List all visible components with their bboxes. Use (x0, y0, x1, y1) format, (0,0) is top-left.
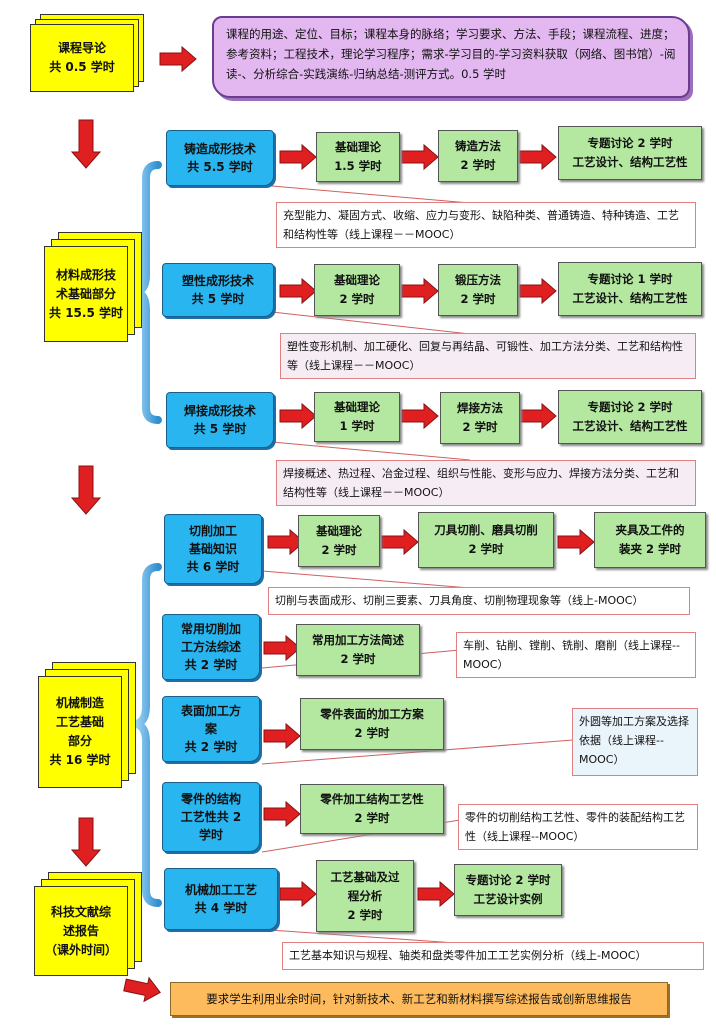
casting-title: 铸造成形技术 共 5.5 学时 (166, 130, 274, 186)
cutting-title: 切削加工 基础知识 共 6 学时 (164, 514, 262, 584)
structure-note: 零件的切削结构工艺性、零件的装配结构工艺性（线上课程--MOOC） (458, 804, 698, 850)
part3-label: 科技文献综 述报告 （课外时间） (34, 886, 128, 976)
welding-step-3: 专题讨论 2 学时 工艺设计、结构工艺性 (558, 390, 702, 444)
methods-title: 常用切削加 工方法综述 共 2 学时 (162, 614, 260, 680)
structure-step: 零件加工结构工艺性 2 学时 (300, 784, 444, 834)
welding-title: 焊接成形技术 共 5 学时 (166, 392, 274, 448)
forming-step-2: 锻压方法 2 学时 (438, 264, 518, 316)
methods-step: 常用加工方法简述 2 学时 (296, 624, 420, 676)
welding-step-1: 基础理论 1 学时 (314, 392, 400, 442)
part2-label: 机械制造 工艺基础 部分 共 16 学时 (38, 676, 122, 788)
cutting-step-1: 基础理论 2 学时 (298, 515, 380, 567)
machining-step-1: 工艺基础及过 程分析 2 学时 (316, 860, 414, 932)
surface-note: 外圆等加工方案及选择依据（线上课程--MOOC） (572, 708, 698, 776)
forming-step-3: 专题讨论 1 学时 工艺设计、结构工艺性 (558, 262, 702, 316)
welding-note: 焊接概述、热过程、冶金过程、组织与性能、变形与应力、焊接方法分类、工艺和结构性等… (276, 460, 696, 506)
casting-step-1: 基础理论 1.5 学时 (316, 132, 400, 182)
part1-stack: 材料成形技 术基础部分 共 15.5 学时 (44, 232, 144, 344)
surface-title: 表面加工方 案 共 2 学时 (162, 696, 260, 762)
part2-stack: 机械制造 工艺基础 部分 共 16 学时 (38, 662, 138, 790)
report-description: 要求学生利用业余时间，针对新技术、新工艺和新材料撰写综述报告或创新思维报告 (170, 982, 668, 1016)
casting-step-2: 铸造方法 2 学时 (438, 130, 518, 182)
bracket-part2 (134, 563, 162, 907)
forming-step-1: 基础理论 2 学时 (314, 264, 400, 316)
structure-title: 零件的结构 工艺性共 2 学时 (162, 782, 260, 852)
intro-stack: 课程导论 共 0.5 学时 (30, 14, 150, 94)
machining-note: 工艺基本知识与规程、轴类和盘类零件加工工艺实例分析（线上-MOOC） (282, 942, 704, 970)
intro-description: 课程的用途、定位、目标；课程本身的脉络；学习要求、方法、手段；课程流程、进度；参… (212, 16, 690, 98)
machining-title: 机械加工工艺 共 4 学时 (164, 868, 278, 930)
part1-label: 材料成形技 术基础部分 共 15.5 学时 (44, 246, 128, 342)
machining-step-2: 专题讨论 2 学时 工艺设计实例 (454, 864, 562, 916)
cutting-note: 切削与表面成形、切削三要素、刀具角度、切削物理现象等（线上-MOOC） (268, 587, 690, 615)
part3-stack: 科技文献综 述报告 （课外时间） (34, 872, 144, 976)
intro-label: 课程导论 共 0.5 学时 (30, 24, 134, 92)
forming-note: 塑性变形机制、加工硬化、回复与再结晶、可锻性、加工方法分类、工艺和结构性等（线上… (280, 333, 696, 379)
forming-title: 塑性成形技术 共 5 学时 (162, 263, 274, 317)
surface-step: 零件表面的加工方案 2 学时 (300, 698, 444, 750)
cutting-step-2: 刀具切削、磨具切削 2 学时 (418, 512, 554, 568)
welding-step-2: 焊接方法 2 学时 (440, 392, 520, 444)
casting-note: 充型能力、凝固方式、收缩、应力与变形、缺陷种类、普通铸造、特种铸造、工艺和结构性… (276, 202, 696, 248)
cutting-step-3: 夹具及工件的 装夹 2 学时 (594, 512, 706, 568)
methods-note: 车削、钻削、镗削、铣削、磨削（线上课程--MOOC） (456, 632, 696, 678)
casting-step-3: 专题讨论 2 学时 工艺设计、结构工艺性 (558, 126, 702, 180)
